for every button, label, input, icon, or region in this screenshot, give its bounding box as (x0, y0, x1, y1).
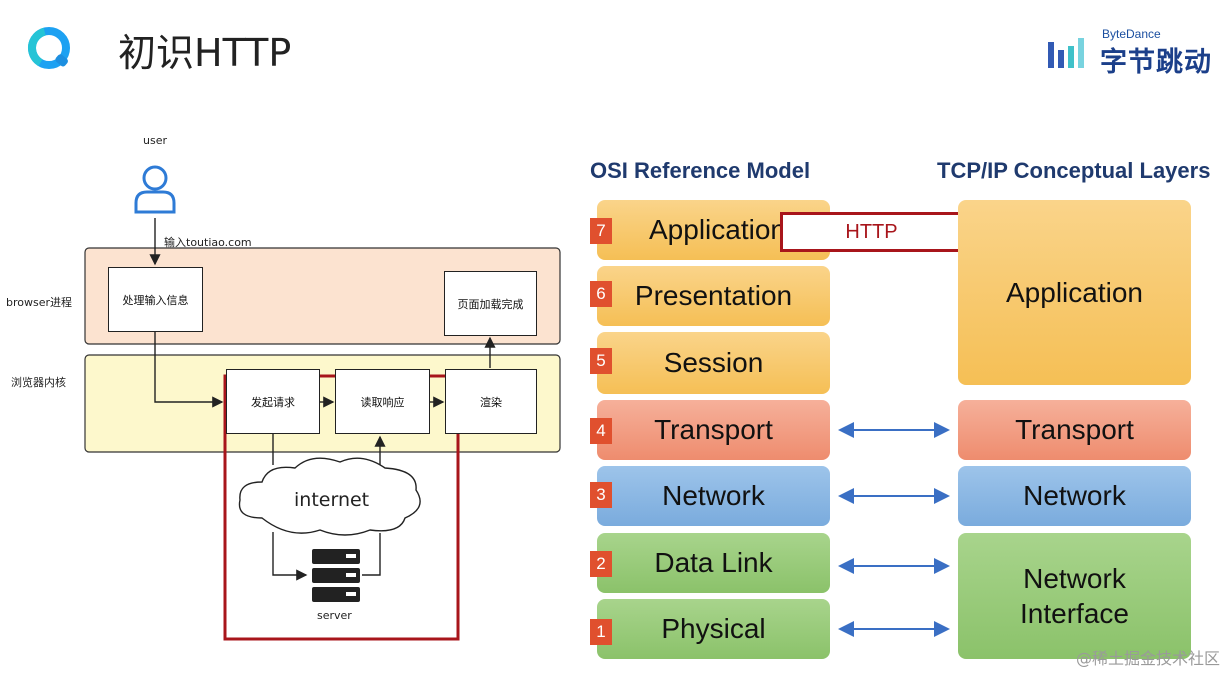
osi-layer-physical: Physical (597, 599, 830, 659)
server-label: server (317, 609, 352, 622)
tcpip-layer-network-label: Network (1023, 480, 1126, 511)
internet-label: internet (294, 489, 370, 511)
osi-layer-transport: Transport (597, 400, 830, 460)
osi-layer-transport-label: Transport (654, 414, 773, 445)
browser-process-label: browser进程 (6, 296, 73, 309)
page-loaded-box: 页面加载完成 (444, 271, 537, 336)
layer-number-badge: 7 (590, 218, 612, 244)
app-logo-icon (28, 27, 70, 69)
osi-heading: OSI Reference Model (590, 158, 811, 183)
read-response-box: 读取响应 (335, 369, 430, 434)
layer-number-badge: 2 (590, 551, 612, 577)
browser-kernel-band (84, 354, 561, 453)
osi-layer-data-link: Data Link (597, 533, 830, 593)
osi-layer-network-label: Network (662, 480, 765, 511)
osi-layer-physical-label: Physical (661, 613, 766, 644)
bytedance-bars-icon (1048, 38, 1084, 68)
tcpip-heading: TCP/IP Conceptual Layers (937, 158, 1211, 183)
layer-number-badge: 1 (590, 619, 612, 645)
input-url-label: 输入toutiao.com (164, 236, 252, 249)
render-box: 渲染 (445, 369, 537, 434)
tcpip-layer-network-interface-label: Network Interface (1020, 563, 1129, 629)
user-label: user (143, 134, 167, 147)
browser-kernel-label: 浏览器内核 (11, 376, 66, 389)
slide-title: 初识HTTP (118, 31, 292, 75)
user-icon (134, 165, 176, 214)
layer-number-badge: 5 (590, 348, 612, 374)
layer-number-badge: 4 (590, 418, 612, 444)
osi-layer-presentation-label: Presentation (634, 280, 793, 311)
layer-number-badge: 6 (590, 281, 612, 307)
tcpip-layer-transport: Transport (958, 400, 1191, 460)
osi-layer-presentation: Presentation (597, 266, 830, 326)
send-request-box: 发起请求 (226, 369, 320, 434)
process-input-box: 处理输入信息 (108, 267, 203, 332)
server-icon (312, 549, 360, 602)
osi-layer-session: Session (597, 332, 830, 394)
browser-flow-diagram: user 输入toutiao.com browser进程 浏览器内核 处理输入信… (0, 120, 570, 650)
tcpip-layer-transport-label: Transport (1015, 414, 1134, 445)
layer-number-badge: 3 (590, 482, 612, 508)
brand-name-cn: 字节跳动 (1100, 47, 1212, 78)
osi-layer-data-link-label: Data Link (654, 547, 773, 578)
browser-process-band (84, 247, 561, 345)
internet-cloud-icon (238, 457, 421, 536)
osi-layer-application-label: Application (649, 214, 786, 245)
bytedance-logo: ByteDance 字节跳动 (1046, 26, 1222, 78)
flow-diagram-lines (84, 165, 561, 641)
tcpip-layer-network: Network (958, 466, 1191, 526)
brand-name-en: ByteDance (1102, 27, 1161, 41)
tcpip-layer-application-label: Application (1006, 276, 1143, 308)
layer-mapping-arrows (838, 422, 950, 637)
tcpip-layer-application: Application (958, 200, 1191, 385)
tcpip-layer-network-interface: Network Interface (958, 533, 1191, 659)
watermark: @稀土掘金技术社区 (1075, 649, 1220, 668)
http-highlight-box: HTTP (780, 212, 963, 252)
osi-layer-network: Network (597, 466, 830, 526)
osi-layer-session-label: Session (663, 347, 764, 378)
